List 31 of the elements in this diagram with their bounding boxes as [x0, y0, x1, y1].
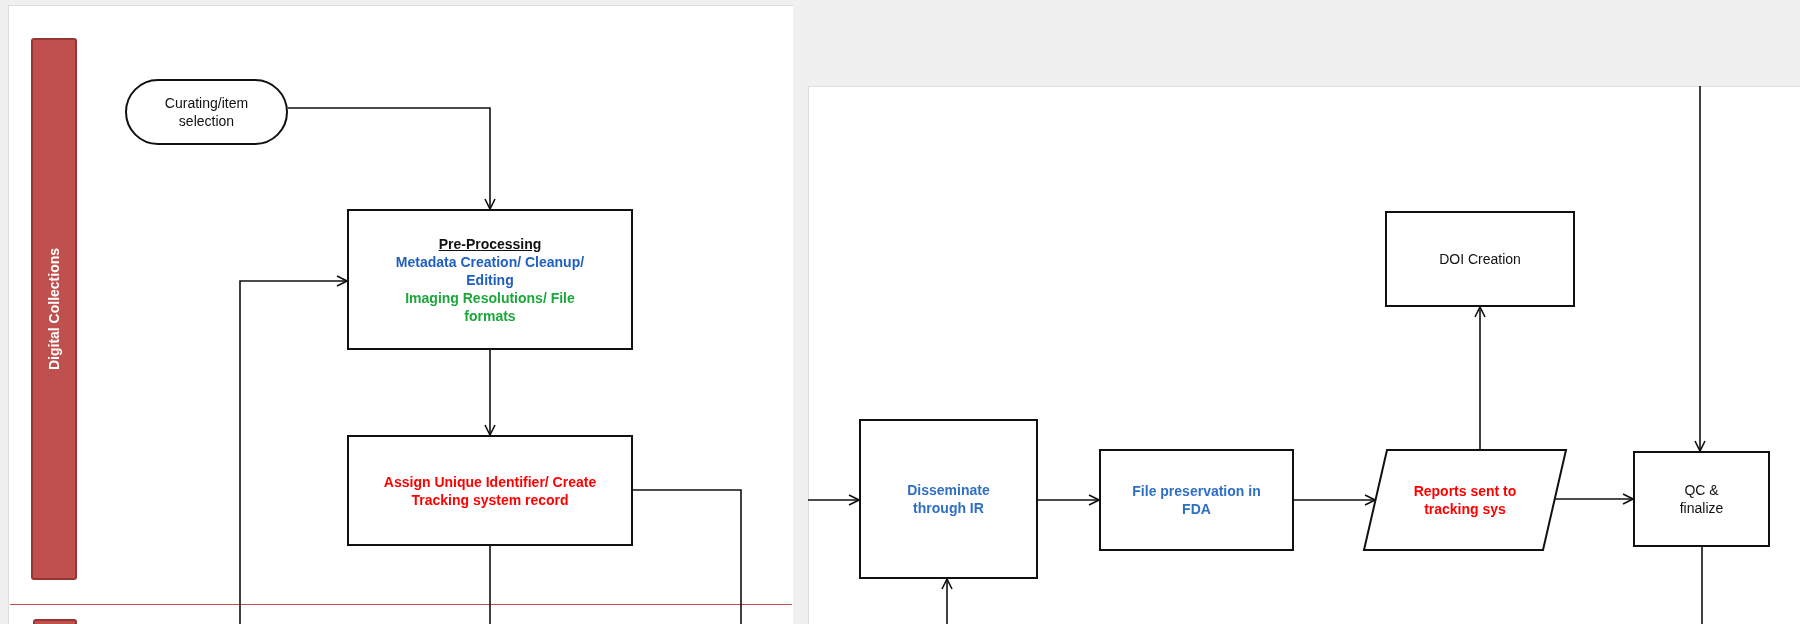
node-text: Disseminate through IR [906, 481, 991, 517]
connector-line [632, 489, 742, 624]
arrow [287, 107, 496, 210]
arrow [484, 349, 496, 436]
connector-line [489, 545, 491, 624]
node-text: QC & finalize [1678, 481, 1725, 517]
node-text: Imaging Resolutions/ File formats [404, 288, 576, 325]
arrow [941, 578, 953, 624]
lane-title: Digital Collections [46, 247, 62, 371]
arrow [239, 275, 348, 624]
node-text: Pre-Processing [438, 234, 542, 253]
process-box [1385, 211, 1575, 307]
process-box [347, 435, 633, 546]
arrow [1293, 494, 1376, 506]
connector-line [1701, 546, 1703, 624]
process-box [347, 209, 633, 350]
process-box [859, 419, 1038, 579]
arrow [807, 494, 860, 506]
process-box [1633, 451, 1770, 547]
node-text: Curating/item selection [163, 94, 250, 130]
node-text: DOI Creation [1439, 250, 1521, 268]
arrow [1554, 493, 1634, 505]
node-text: File preservation in FDA [1131, 482, 1262, 518]
arrow [1474, 306, 1486, 450]
arrow [1037, 494, 1100, 506]
process-box [1099, 449, 1294, 551]
arrow [1694, 85, 1706, 452]
node-text: Reports sent to tracking sys [1412, 482, 1518, 518]
node-text: Metadata Creation/ Cleanup/ Editing [394, 252, 586, 289]
node-text: Assign Unique Identifier/ Create Tracking system record [382, 472, 598, 509]
lane-header [31, 38, 77, 580]
